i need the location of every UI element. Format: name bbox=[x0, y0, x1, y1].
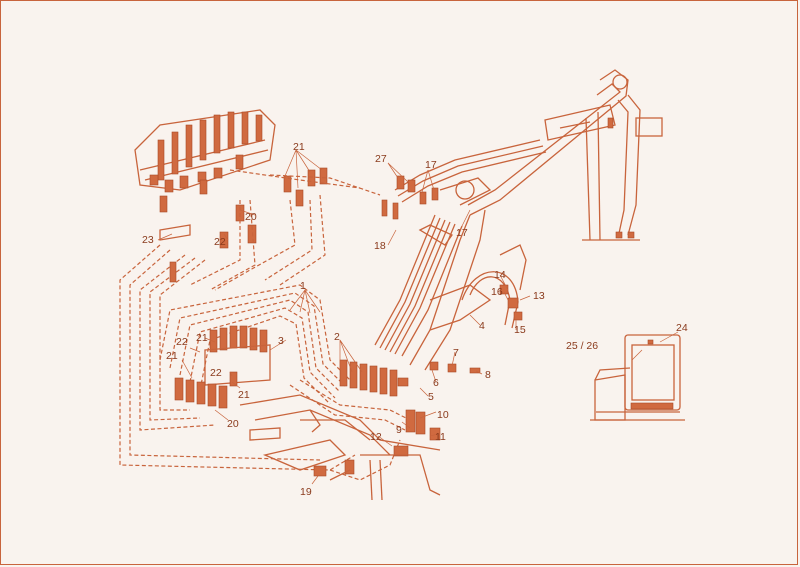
callout-21-left: 21 bbox=[166, 350, 178, 362]
callout-21-mid: 21 bbox=[196, 332, 208, 344]
callout-21-lower: 21 bbox=[238, 389, 250, 401]
callout-11: 11 bbox=[435, 431, 446, 443]
callout-4: 4 bbox=[479, 320, 485, 332]
leader-lines bbox=[157, 149, 679, 485]
callout-22-mid: 22 bbox=[176, 336, 188, 348]
callout-17-lower: 17 bbox=[456, 227, 468, 239]
callout-9: 9 bbox=[396, 424, 402, 436]
callout-21-upper: 21 bbox=[293, 141, 305, 153]
callout-16: 16 bbox=[491, 286, 503, 298]
cab-decal-illustration bbox=[590, 334, 685, 421]
callout-5: 5 bbox=[428, 391, 434, 403]
callout-12: 12 bbox=[370, 431, 382, 443]
callout-23: 23 bbox=[142, 234, 154, 246]
callout-24: 24 bbox=[676, 322, 688, 334]
callout-22-lower: 22 bbox=[210, 367, 222, 379]
callout-25-26: 25 / 26 bbox=[566, 340, 598, 352]
chassis-frame bbox=[239, 394, 441, 501]
callout-13: 13 bbox=[533, 290, 545, 302]
callout-19: 19 bbox=[300, 486, 312, 498]
control-valve-block bbox=[134, 109, 328, 249]
callout-6: 6 bbox=[433, 377, 439, 389]
boom-assembly bbox=[409, 69, 663, 371]
callout-18: 18 bbox=[374, 240, 386, 252]
callout-20-upper: 20 bbox=[245, 211, 257, 223]
callout-27: 27 bbox=[375, 153, 387, 165]
callout-1: 1 bbox=[300, 280, 306, 292]
callout-20-lower: 20 bbox=[227, 418, 239, 430]
callout-7: 7 bbox=[453, 347, 459, 359]
callout-labels: 1 2 3 4 5 6 7 8 9 10 11 12 13 14 15 16 1… bbox=[142, 141, 688, 498]
dashed-hose-routes bbox=[119, 169, 411, 481]
callout-10: 10 bbox=[437, 409, 449, 421]
callout-2: 2 bbox=[334, 331, 340, 343]
hose-fittings bbox=[169, 261, 481, 477]
arm-hose-bundle bbox=[374, 139, 547, 357]
callout-3: 3 bbox=[278, 335, 284, 347]
callout-22-upper: 22 bbox=[214, 236, 226, 248]
callout-15: 15 bbox=[514, 324, 526, 336]
callout-8: 8 bbox=[485, 369, 491, 381]
callout-14: 14 bbox=[494, 269, 506, 281]
callout-17-upper: 17 bbox=[425, 159, 437, 171]
